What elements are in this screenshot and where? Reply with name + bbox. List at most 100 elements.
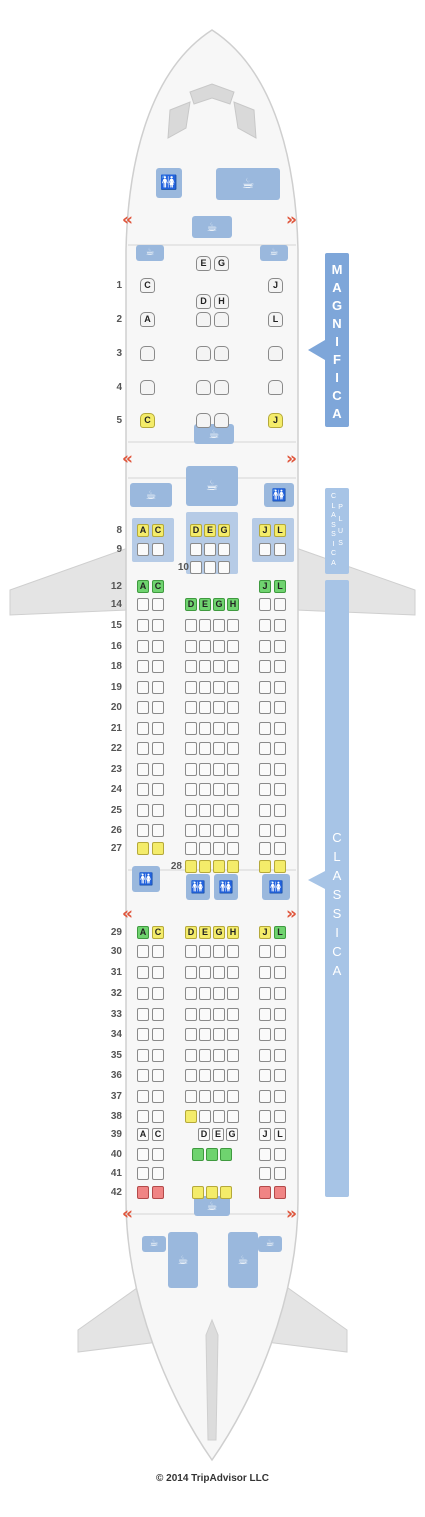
seat[interactable] <box>185 1110 197 1123</box>
seat[interactable] <box>199 1028 211 1041</box>
seat[interactable] <box>213 1028 225 1041</box>
seat[interactable]: L <box>274 1128 286 1141</box>
seat[interactable] <box>152 763 164 776</box>
seat[interactable] <box>274 1186 286 1199</box>
seat[interactable]: G <box>218 524 230 537</box>
seat[interactable]: D <box>190 524 202 537</box>
seat[interactable]: J <box>259 580 271 593</box>
seat[interactable] <box>214 413 229 428</box>
seat[interactable] <box>274 824 286 837</box>
seat[interactable] <box>185 945 197 958</box>
seat[interactable] <box>259 681 271 694</box>
seat[interactable] <box>218 543 230 556</box>
seat[interactable]: C <box>140 413 155 428</box>
seat[interactable]: G <box>213 598 225 611</box>
seat[interactable] <box>152 722 164 735</box>
seat[interactable] <box>199 1049 211 1062</box>
seat[interactable] <box>199 681 211 694</box>
seat[interactable] <box>152 1148 164 1161</box>
seat[interactable] <box>259 945 271 958</box>
seat[interactable] <box>259 1069 271 1082</box>
seat[interactable] <box>204 543 216 556</box>
seat[interactable] <box>259 1167 271 1180</box>
seat[interactable] <box>185 1028 197 1041</box>
seat[interactable] <box>213 1069 225 1082</box>
seat[interactable] <box>213 681 225 694</box>
seat[interactable] <box>213 619 225 632</box>
seat[interactable] <box>227 763 239 776</box>
seat[interactable] <box>227 783 239 796</box>
seat[interactable] <box>218 561 230 574</box>
seat[interactable] <box>199 1069 211 1082</box>
seat[interactable] <box>227 1110 239 1123</box>
seat[interactable]: J <box>268 278 283 293</box>
seat[interactable] <box>137 543 149 556</box>
seat[interactable] <box>185 824 197 837</box>
seat[interactable] <box>227 681 239 694</box>
seat[interactable] <box>196 312 211 327</box>
seat[interactable] <box>137 804 149 817</box>
seat[interactable] <box>274 860 286 873</box>
seat[interactable]: A <box>137 926 149 939</box>
seat[interactable] <box>185 681 197 694</box>
seat[interactable] <box>274 1069 286 1082</box>
seat[interactable] <box>140 380 155 395</box>
seat[interactable] <box>152 966 164 979</box>
seat[interactable] <box>259 783 271 796</box>
seat[interactable] <box>206 1186 218 1199</box>
seat[interactable] <box>152 783 164 796</box>
seat[interactable] <box>274 1167 286 1180</box>
seat[interactable] <box>214 380 229 395</box>
seat[interactable] <box>185 966 197 979</box>
seat[interactable] <box>213 742 225 755</box>
seat[interactable] <box>196 346 211 361</box>
seat[interactable] <box>274 1090 286 1103</box>
seat[interactable] <box>152 660 164 673</box>
seat[interactable] <box>274 543 286 556</box>
seat[interactable] <box>259 1148 271 1161</box>
seat[interactable] <box>199 619 211 632</box>
seat[interactable] <box>227 1069 239 1082</box>
seat[interactable] <box>213 640 225 653</box>
seat[interactable]: C <box>140 278 155 293</box>
seat[interactable] <box>213 1090 225 1103</box>
seat[interactable] <box>199 1008 211 1021</box>
seat[interactable] <box>152 1028 164 1041</box>
seat[interactable] <box>274 945 286 958</box>
seat[interactable] <box>227 1008 239 1021</box>
seat[interactable] <box>199 660 211 673</box>
seat[interactable] <box>268 380 283 395</box>
seat[interactable] <box>274 598 286 611</box>
seat[interactable] <box>227 722 239 735</box>
seat[interactable] <box>196 413 211 428</box>
seat[interactable]: A <box>137 1128 149 1141</box>
seat[interactable] <box>185 1090 197 1103</box>
seat[interactable] <box>199 722 211 735</box>
seat[interactable] <box>227 619 239 632</box>
seat[interactable] <box>185 701 197 714</box>
seat[interactable] <box>192 1186 204 1199</box>
seat[interactable] <box>140 346 155 361</box>
seat[interactable] <box>192 1148 204 1161</box>
seat[interactable] <box>137 1110 149 1123</box>
seat[interactable] <box>137 722 149 735</box>
seat[interactable] <box>152 598 164 611</box>
seat[interactable] <box>137 763 149 776</box>
seat[interactable]: L <box>274 524 286 537</box>
seat[interactable] <box>137 1008 149 1021</box>
seat[interactable]: D <box>196 294 211 309</box>
seat[interactable] <box>259 987 271 1000</box>
seat[interactable] <box>227 987 239 1000</box>
seat[interactable] <box>152 1186 164 1199</box>
seat[interactable] <box>259 804 271 817</box>
seat[interactable] <box>185 842 197 855</box>
seat[interactable] <box>137 742 149 755</box>
seat[interactable] <box>152 1167 164 1180</box>
seat[interactable] <box>259 1049 271 1062</box>
seat[interactable] <box>199 1090 211 1103</box>
seat[interactable] <box>213 1008 225 1021</box>
seat[interactable] <box>274 742 286 755</box>
seat[interactable] <box>199 824 211 837</box>
seat[interactable] <box>220 1148 232 1161</box>
seat[interactable] <box>213 987 225 1000</box>
